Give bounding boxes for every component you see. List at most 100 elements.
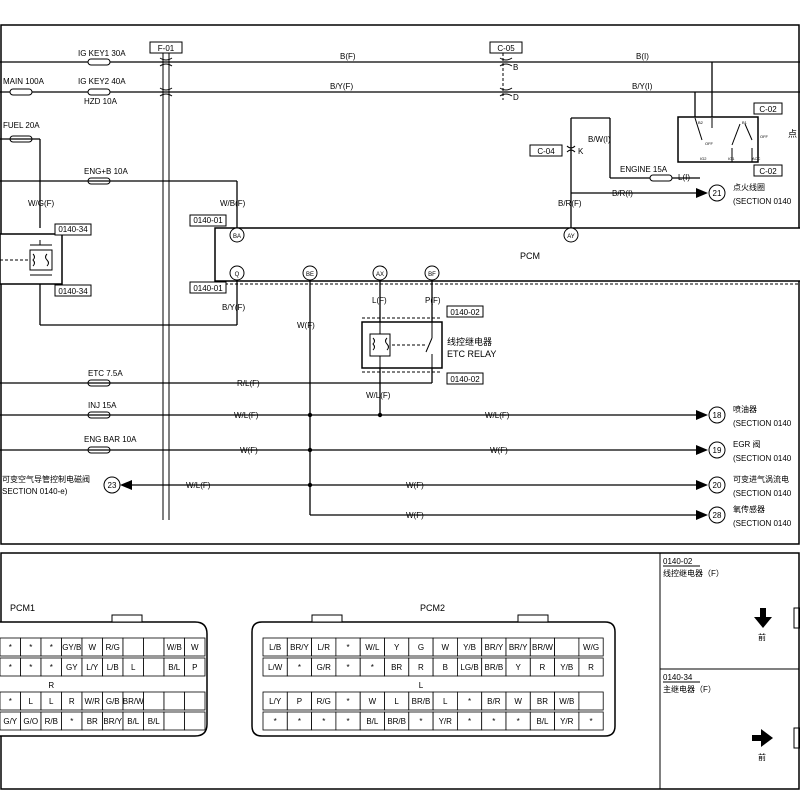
switch-acc: ACC: [752, 156, 761, 161]
fuse-engine-label: ENGINE 15A: [620, 165, 668, 174]
junction-inj-be: [307, 412, 313, 418]
wire-rl-f: R/L(F): [237, 379, 260, 388]
pin-ax: AX: [376, 272, 384, 278]
connector-c04-label: C-04: [537, 147, 555, 156]
pcm2-pin-label: *: [346, 697, 349, 706]
ignition-switch-contacts: [694, 117, 753, 162]
pin-be: BE: [306, 272, 314, 278]
wire-wl-f-relay: W/L(F): [366, 391, 391, 400]
fuse-eng-b-label: ENG+B 10A: [84, 167, 128, 176]
pcm2-pin-label: W: [514, 697, 522, 706]
arrow-dest-18: [696, 410, 708, 420]
wire-w-f-eng-bar-right: W(F): [490, 446, 508, 455]
pcm2-pin-label: Y/B: [560, 663, 573, 672]
pcm2-cell: [554, 637, 580, 657]
pcm2-pin-label: *: [371, 663, 374, 672]
pcm2-pin-label: Y: [394, 643, 400, 652]
connector-c04-tag: [529, 144, 563, 157]
pcm2-pin-label: R: [418, 663, 424, 672]
pcm1-pin-label: *: [70, 717, 73, 726]
wire-wg-f: W/G(F): [28, 199, 55, 208]
pcm1-cell: [184, 637, 206, 657]
right-arrow-icon: [752, 729, 773, 747]
fuse-main-label: MAIN 100A: [3, 77, 45, 86]
fuse-ig-key1: [87, 58, 111, 66]
pcm2-pin-label: W/G: [583, 643, 599, 652]
pcm1-pin-label: BR: [87, 717, 98, 726]
pcm2-pin-label: Y/R: [560, 717, 574, 726]
pcm1-cell: [143, 691, 165, 711]
wire-wl-f-right: W/L(F): [485, 411, 510, 420]
pcm2-pin-label: L: [419, 681, 424, 690]
pcm2-pin-label: BR/Y: [509, 643, 528, 652]
pcm2-pin-label: BR/Y: [290, 643, 309, 652]
destinations: [103, 184, 726, 524]
pcm1-pin-label: B/L: [127, 717, 140, 726]
dest-23-section: SECTION 0140-e): [2, 487, 68, 496]
pcm1-pin-label: BR/Y: [103, 717, 122, 726]
pcm1-pin-label: L/Y: [86, 663, 99, 672]
down-arrow-icon: [754, 608, 772, 628]
wire-by-f: B/Y(F): [330, 82, 353, 91]
wire-br-f: B/R(F): [558, 199, 582, 208]
dest-18-section: (SECTION 0140: [733, 419, 792, 428]
dest-20-num: 20: [713, 481, 722, 490]
pcm2-pin-label: BR/Y: [485, 643, 504, 652]
pcm2-latch-right: [517, 614, 549, 623]
connector-f01-label: F-01: [158, 44, 175, 53]
pcm2-pin-label: L/W: [268, 663, 283, 672]
pcm1-pin-label: *: [9, 663, 12, 672]
pcm1-cell: [122, 637, 144, 657]
pin-ay: AY: [567, 234, 575, 240]
wire-by-i: B/Y(I): [632, 82, 653, 91]
pcm1-pin-label: P: [192, 663, 197, 672]
harness-f01: [162, 52, 170, 520]
pcm2-pin-label: BR: [537, 697, 548, 706]
dest-20-section: (SECTION 0140: [733, 489, 792, 498]
pcm1-cell: [184, 657, 206, 677]
dest-19-name: EGR 阀: [733, 440, 761, 449]
legend-main-name: 主继电器（F）: [663, 684, 716, 694]
pcm2-pin-label: BR: [391, 663, 402, 672]
pcm-label: PCM: [520, 251, 540, 261]
pcm2-cell: [578, 711, 604, 731]
main-relay-box: [0, 233, 63, 285]
arrow-dest-28: [696, 510, 708, 520]
wire-br-i-label: B/R(I): [612, 189, 633, 198]
fuse-ig-key2-label: IG KEY2 40A: [78, 77, 126, 86]
fuse-eng-bar-label: ENG BAR 10A: [84, 435, 137, 444]
pcm1-pin-label: *: [9, 697, 12, 706]
connector-c05-tag: [489, 41, 523, 54]
etc-relay-coil: [369, 322, 433, 368]
pcm2-pin-label: L: [443, 697, 448, 706]
pcm2-pin-label: *: [589, 717, 592, 726]
pcm1-cell: [143, 637, 165, 657]
dest-18-name: 喷油器: [733, 404, 757, 414]
switch-off1: OFF: [705, 141, 714, 146]
pcm1-pin-label: GY/B: [62, 643, 81, 652]
pcm1-pin-label: R: [48, 681, 54, 690]
pcm1-pin-label: R/B: [45, 717, 58, 726]
connector-c02-bottom-tag: [753, 164, 783, 177]
pcm2-pin-label: *: [298, 717, 301, 726]
switch-ig2: IG2: [700, 156, 707, 161]
connector-0140-34-bottom: 0140-34: [58, 287, 88, 296]
pcm2-pin-label: L/Y: [269, 697, 282, 706]
pcm2-cell: [578, 657, 604, 677]
dest-20-name: 可变进气涡流电: [733, 474, 789, 484]
pcm2-pin-label: B/L: [366, 717, 379, 726]
wire-w-f-eng-bar-left: W(F): [240, 446, 258, 455]
pcm2-pin-label: *: [322, 717, 325, 726]
pcm2-pin-label: Y/B: [463, 643, 476, 652]
pin-b: B: [513, 63, 518, 72]
connector-c02-bottom: C-02: [759, 167, 777, 176]
junction-eng-bar: [307, 447, 313, 453]
connector-0140-02-top: 0140-02: [450, 308, 480, 317]
wire-b-f: B(F): [340, 52, 356, 61]
pcm1-cell: [184, 711, 206, 731]
connector-0140-02-bottom: 0140-02: [450, 375, 480, 384]
pcm2-pin-label: R/G: [317, 697, 331, 706]
pcm2-pin-label: BR/B: [485, 663, 504, 672]
pcm2-pin-label: B/R: [487, 697, 501, 706]
